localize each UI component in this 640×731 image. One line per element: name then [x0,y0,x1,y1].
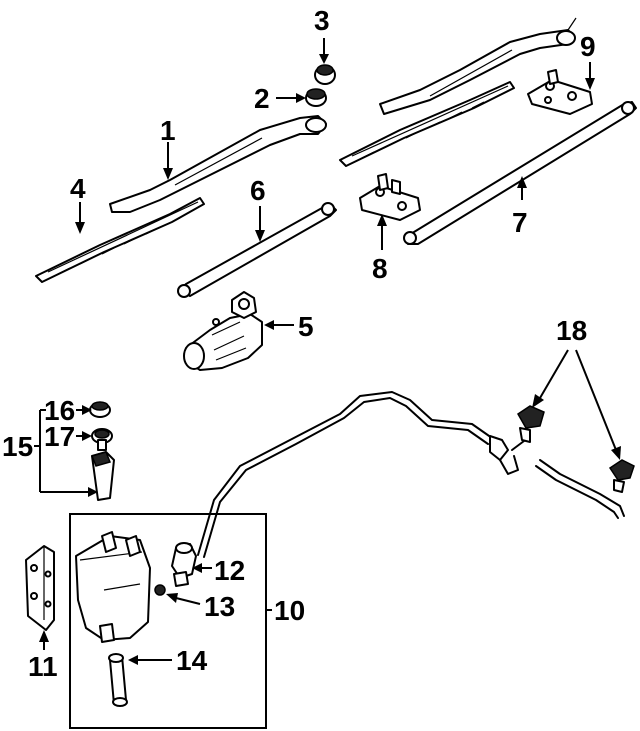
washer-reservoir [75,531,151,643]
callout-1: 1 [160,115,176,146]
callout-6: 6 [250,175,266,206]
left-wiper-blade [35,197,205,283]
washer-nozzle-right [608,459,635,493]
callout-5: 5 [298,311,314,342]
callout-4: 4 [70,173,86,204]
callout-labels: 1 2 3 4 5 6 7 8 9 10 11 12 13 14 15 16 1… [2,5,596,682]
wiper-motor [183,291,263,371]
callout-9: 9 [580,31,596,62]
callout-2: 2 [254,83,270,114]
left-link-rod [177,202,337,298]
filler-neck [90,451,115,501]
reservoir-hose [108,653,128,707]
callout-13: 13 [204,591,235,622]
callout-8: 8 [372,253,388,284]
washer-nozzle-left [517,405,545,443]
callout-14: 14 [176,645,208,676]
callout-16: 16 [44,395,75,426]
callout-15: 15 [2,431,33,462]
filler-seal [91,428,113,451]
callout-10: 10 [274,595,305,626]
reservoir-assembly-box [69,513,267,729]
callout-11: 11 [28,651,58,682]
pivot-nut [305,88,327,107]
callout-3: 3 [314,5,330,36]
washer-pump [171,542,197,587]
right-wiper-blade [339,81,515,167]
reservoir-bracket [25,545,55,631]
left-wiper-arm [109,115,327,213]
right-link-rod [403,101,637,245]
right-wiper-arm [379,17,577,115]
right-pivot-assembly [527,69,593,115]
callout-17: 17 [44,421,75,452]
leader-lines [34,38,621,665]
washer-hose [197,391,625,558]
filler-cap [89,401,111,418]
callout-7: 7 [512,207,528,238]
pivot-cap [314,64,336,85]
callout-12: 12 [214,555,245,586]
left-pivot-assembly [359,173,421,221]
callout-18: 18 [556,315,587,346]
pump-grommet [154,584,166,596]
